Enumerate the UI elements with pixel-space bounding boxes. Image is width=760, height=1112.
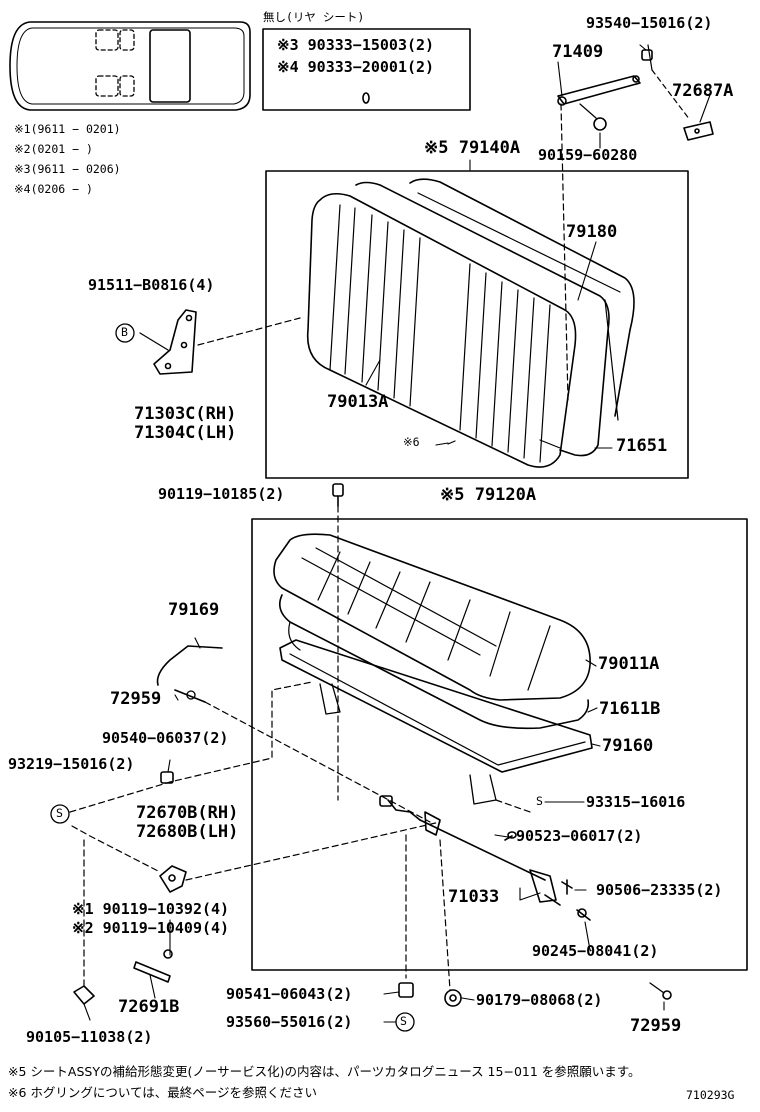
no-rear-seat-title: 無し(リヤ シート) (263, 10, 365, 24)
label-91511-b0816: 91511−B0816(4) (88, 276, 215, 294)
footnote-6: ※6 ホグリングについては、最終ページを参照ください (8, 1085, 318, 1100)
seat-cushion (273, 533, 593, 805)
bolt-90105 (73, 985, 95, 1005)
label-note6-mark: ※6 (403, 435, 420, 449)
nut-90179 (444, 989, 462, 1007)
label-71611b: 71611B (599, 699, 661, 719)
no-rear-seat-line-1: ※3 90333−15003(2) (277, 36, 435, 54)
legend-row-4: ※4(0206 − ) (14, 182, 93, 196)
mark-s-icon-2: S (536, 794, 543, 808)
label-72680b: 72680B(LH) (136, 822, 239, 842)
vehicle-top-view (9, 21, 251, 111)
clip-72959 (174, 689, 206, 703)
label-90119-10185: 90119−10185(2) (158, 485, 285, 503)
label-90119-10409: ※2 90119−10409(4) (72, 919, 230, 937)
label-71409: 71409 (552, 42, 604, 62)
seat-cushion-assy-box (251, 518, 748, 971)
release-cable (379, 795, 591, 991)
label-71033: 71033 (448, 887, 500, 907)
label-90245-08041: 90245−08041(2) (532, 942, 659, 960)
figure-id: 710293G (686, 1088, 735, 1102)
seat-back-assy-box (265, 170, 689, 479)
label-71304c: 71304C(LH) (134, 423, 237, 443)
label-79160: 79160 (602, 736, 654, 756)
footnote-5: ※5 シートASSYの補給形態変更(ノーサービス化)の内容は、パーツカタログニュ… (8, 1064, 641, 1079)
seat-back-hinge (115, 309, 301, 375)
legend-row-1: ※1(9611 − 0201) (14, 122, 121, 136)
label-72959-lower: 72959 (630, 1016, 682, 1036)
label-71651: 71651 (616, 436, 668, 456)
label-79169: 79169 (168, 600, 220, 620)
label-90119-10392: ※1 90119−10392(4) (72, 900, 230, 918)
label-90541-06043: 90541−06043(2) (226, 985, 353, 1003)
label-93540-15016: 93540−15016(2) (586, 14, 713, 32)
seat-back (306, 178, 635, 468)
mark-s-icon: S (56, 806, 63, 820)
legend-row-3: ※3(9611 − 0206) (14, 162, 121, 176)
mark-s-icon-3: S (400, 1014, 407, 1028)
label-79180: 79180 (566, 222, 618, 242)
seat-back-stay (557, 44, 714, 401)
label-79120a: ※5 79120A (440, 485, 537, 505)
no-rear-seat-line-2: ※4 90333−20001(2) (277, 58, 435, 76)
seat-wire (156, 645, 223, 686)
label-79011a: 79011A (598, 654, 660, 674)
label-93315-16016: 93315−16016 (586, 793, 686, 811)
label-71303c: 71303C(RH) (134, 404, 237, 424)
plug-icon (362, 92, 370, 104)
bolt-90119 (332, 483, 344, 801)
label-90105-11038: 90105−11038(2) (26, 1028, 153, 1046)
label-90523-06017: 90523−06017(2) (516, 827, 643, 845)
label-93560-55016: 93560−55016(2) (226, 1013, 353, 1031)
bracket-72691b (133, 961, 171, 983)
label-72670b: 72670B(RH) (136, 803, 239, 823)
leader-lines (83, 44, 711, 1023)
label-72959-upper: 72959 (110, 689, 162, 709)
label-79013a: 79013A (327, 392, 389, 412)
legend-row-2: ※2(0201 − ) (14, 142, 93, 156)
label-90179-08068: 90179−08068(2) (476, 991, 603, 1009)
label-90506-23335: 90506−23335(2) (596, 881, 723, 899)
no-rear-seat-box (262, 28, 471, 111)
seat-lock (71, 821, 441, 986)
mark-b-icon: B (121, 325, 128, 339)
label-93219-15016: 93219−15016(2) (8, 755, 135, 773)
label-90159-60280: 90159−60280 (538, 146, 638, 164)
label-79140a: ※5 79140A (424, 138, 521, 158)
label-72687a: 72687A (672, 81, 734, 101)
label-90540-06037: 90540−06037(2) (102, 729, 229, 747)
nut-90541 (398, 982, 414, 998)
label-72691b: 72691B (118, 997, 180, 1017)
